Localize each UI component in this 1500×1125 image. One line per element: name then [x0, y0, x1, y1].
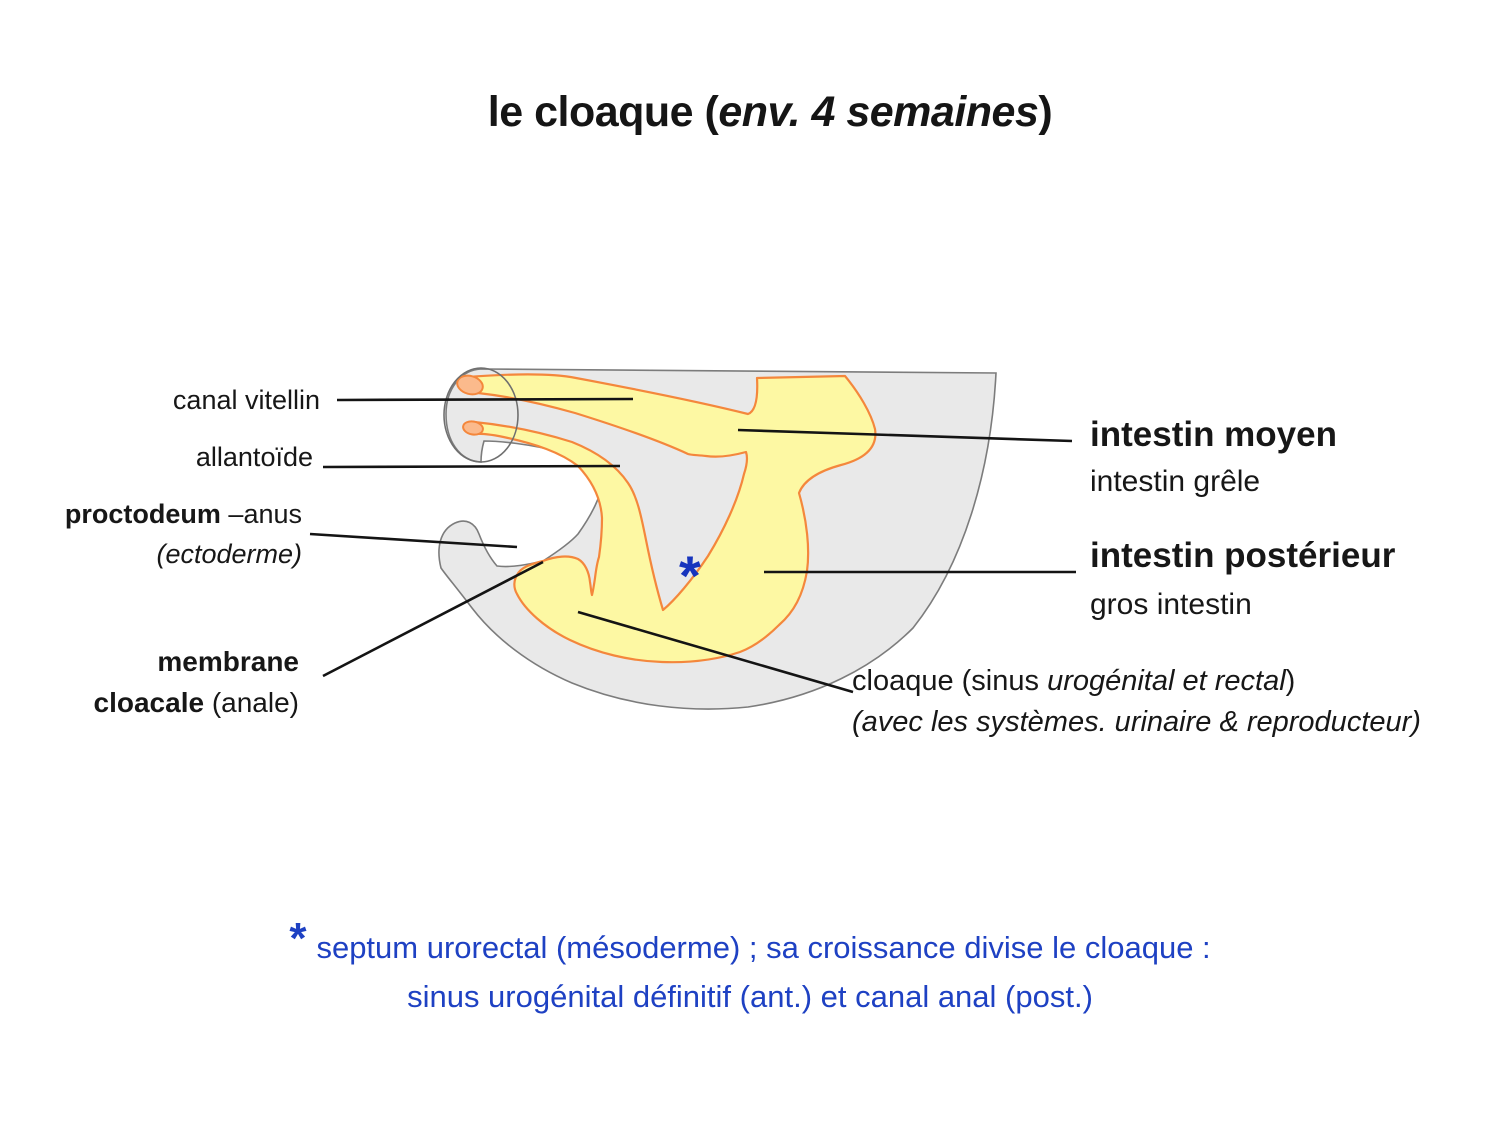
- label-cloaque-pre: cloaque (sinus: [852, 665, 1048, 697]
- label-proctodeum-line1: proctodeum –anus: [0, 494, 302, 534]
- footnote-asterisk: *: [289, 914, 307, 963]
- leader-cloaque: [577, 610, 854, 694]
- footnote-line2: sinus urogénital définitif (ant.) et can…: [407, 979, 1093, 1014]
- leader-canal-vitellin: [336, 397, 634, 402]
- label-cloacale-rest: (anale): [204, 687, 299, 718]
- leader-allantoide: [322, 464, 621, 469]
- label-intestin-moyen: intestin moyen: [1090, 415, 1337, 454]
- label-intestin-grele: intestin grêle: [1090, 465, 1261, 498]
- label-canal-vitellin: canal vitellin: [172, 385, 320, 415]
- vitelline-duct-cap: [456, 374, 484, 396]
- label-gros-intestin: gros intestin: [1090, 588, 1252, 621]
- label-cloaque-line1: cloaque (sinus urogénital et rectal): [852, 661, 1421, 702]
- label-cloaque-line2: (avec les systèmes. urinaire & reproduct…: [852, 706, 1421, 738]
- label-cloaque-italic: urogénital et rectal: [1047, 665, 1286, 697]
- footnote-line1-text: septum urorectal (mésoderme) ; sa croiss…: [316, 930, 1211, 965]
- urorectal-septum-asterisk: *: [679, 544, 701, 607]
- umbilical-stalk-rim: [443, 367, 519, 463]
- label-cloaque: cloaque (sinus urogénital et rectal) (av…: [852, 661, 1421, 743]
- allantois-cap: [462, 420, 484, 436]
- label-proctodeum-line2: (ectoderme): [156, 539, 302, 569]
- title-suffix: ): [1038, 88, 1053, 136]
- label-proctodeum: proctodeum –anus (ectoderme): [0, 494, 302, 574]
- label-membrane-line2: cloacale (anale): [0, 682, 299, 723]
- footnote-line1: * septum urorectal (mésoderme) ; sa crois…: [0, 914, 1500, 972]
- leader-proctodeum: [309, 532, 518, 549]
- label-cloacale-bold: cloacale: [93, 687, 205, 718]
- leader-intestin-moyen: [737, 428, 1073, 443]
- label-membrane-line1: membrane: [157, 646, 299, 677]
- label-proctodeum-rest: –anus: [220, 499, 302, 529]
- label-proctodeum-bold: proctodeum: [64, 499, 221, 529]
- label-membrane-cloacale: membrane cloacale (anale): [0, 641, 299, 723]
- title-italic: env. 4 semaines: [718, 88, 1039, 136]
- label-allantoide: allantoïde: [195, 442, 313, 472]
- leader-membrane-cloacale: [322, 560, 544, 678]
- footnote: * septum urorectal (mésoderme) ; sa crois…: [0, 914, 1500, 1021]
- page-title: le cloaque (env. 4 semaines): [0, 88, 1500, 137]
- title-prefix: le cloaque (: [487, 88, 719, 136]
- gut-tube-shape: [464, 373, 877, 664]
- label-intestin-posterieur: intestin postérieur: [1090, 536, 1396, 575]
- leader-lines: [309, 397, 1076, 694]
- label-cloaque-close: ): [1285, 665, 1296, 697]
